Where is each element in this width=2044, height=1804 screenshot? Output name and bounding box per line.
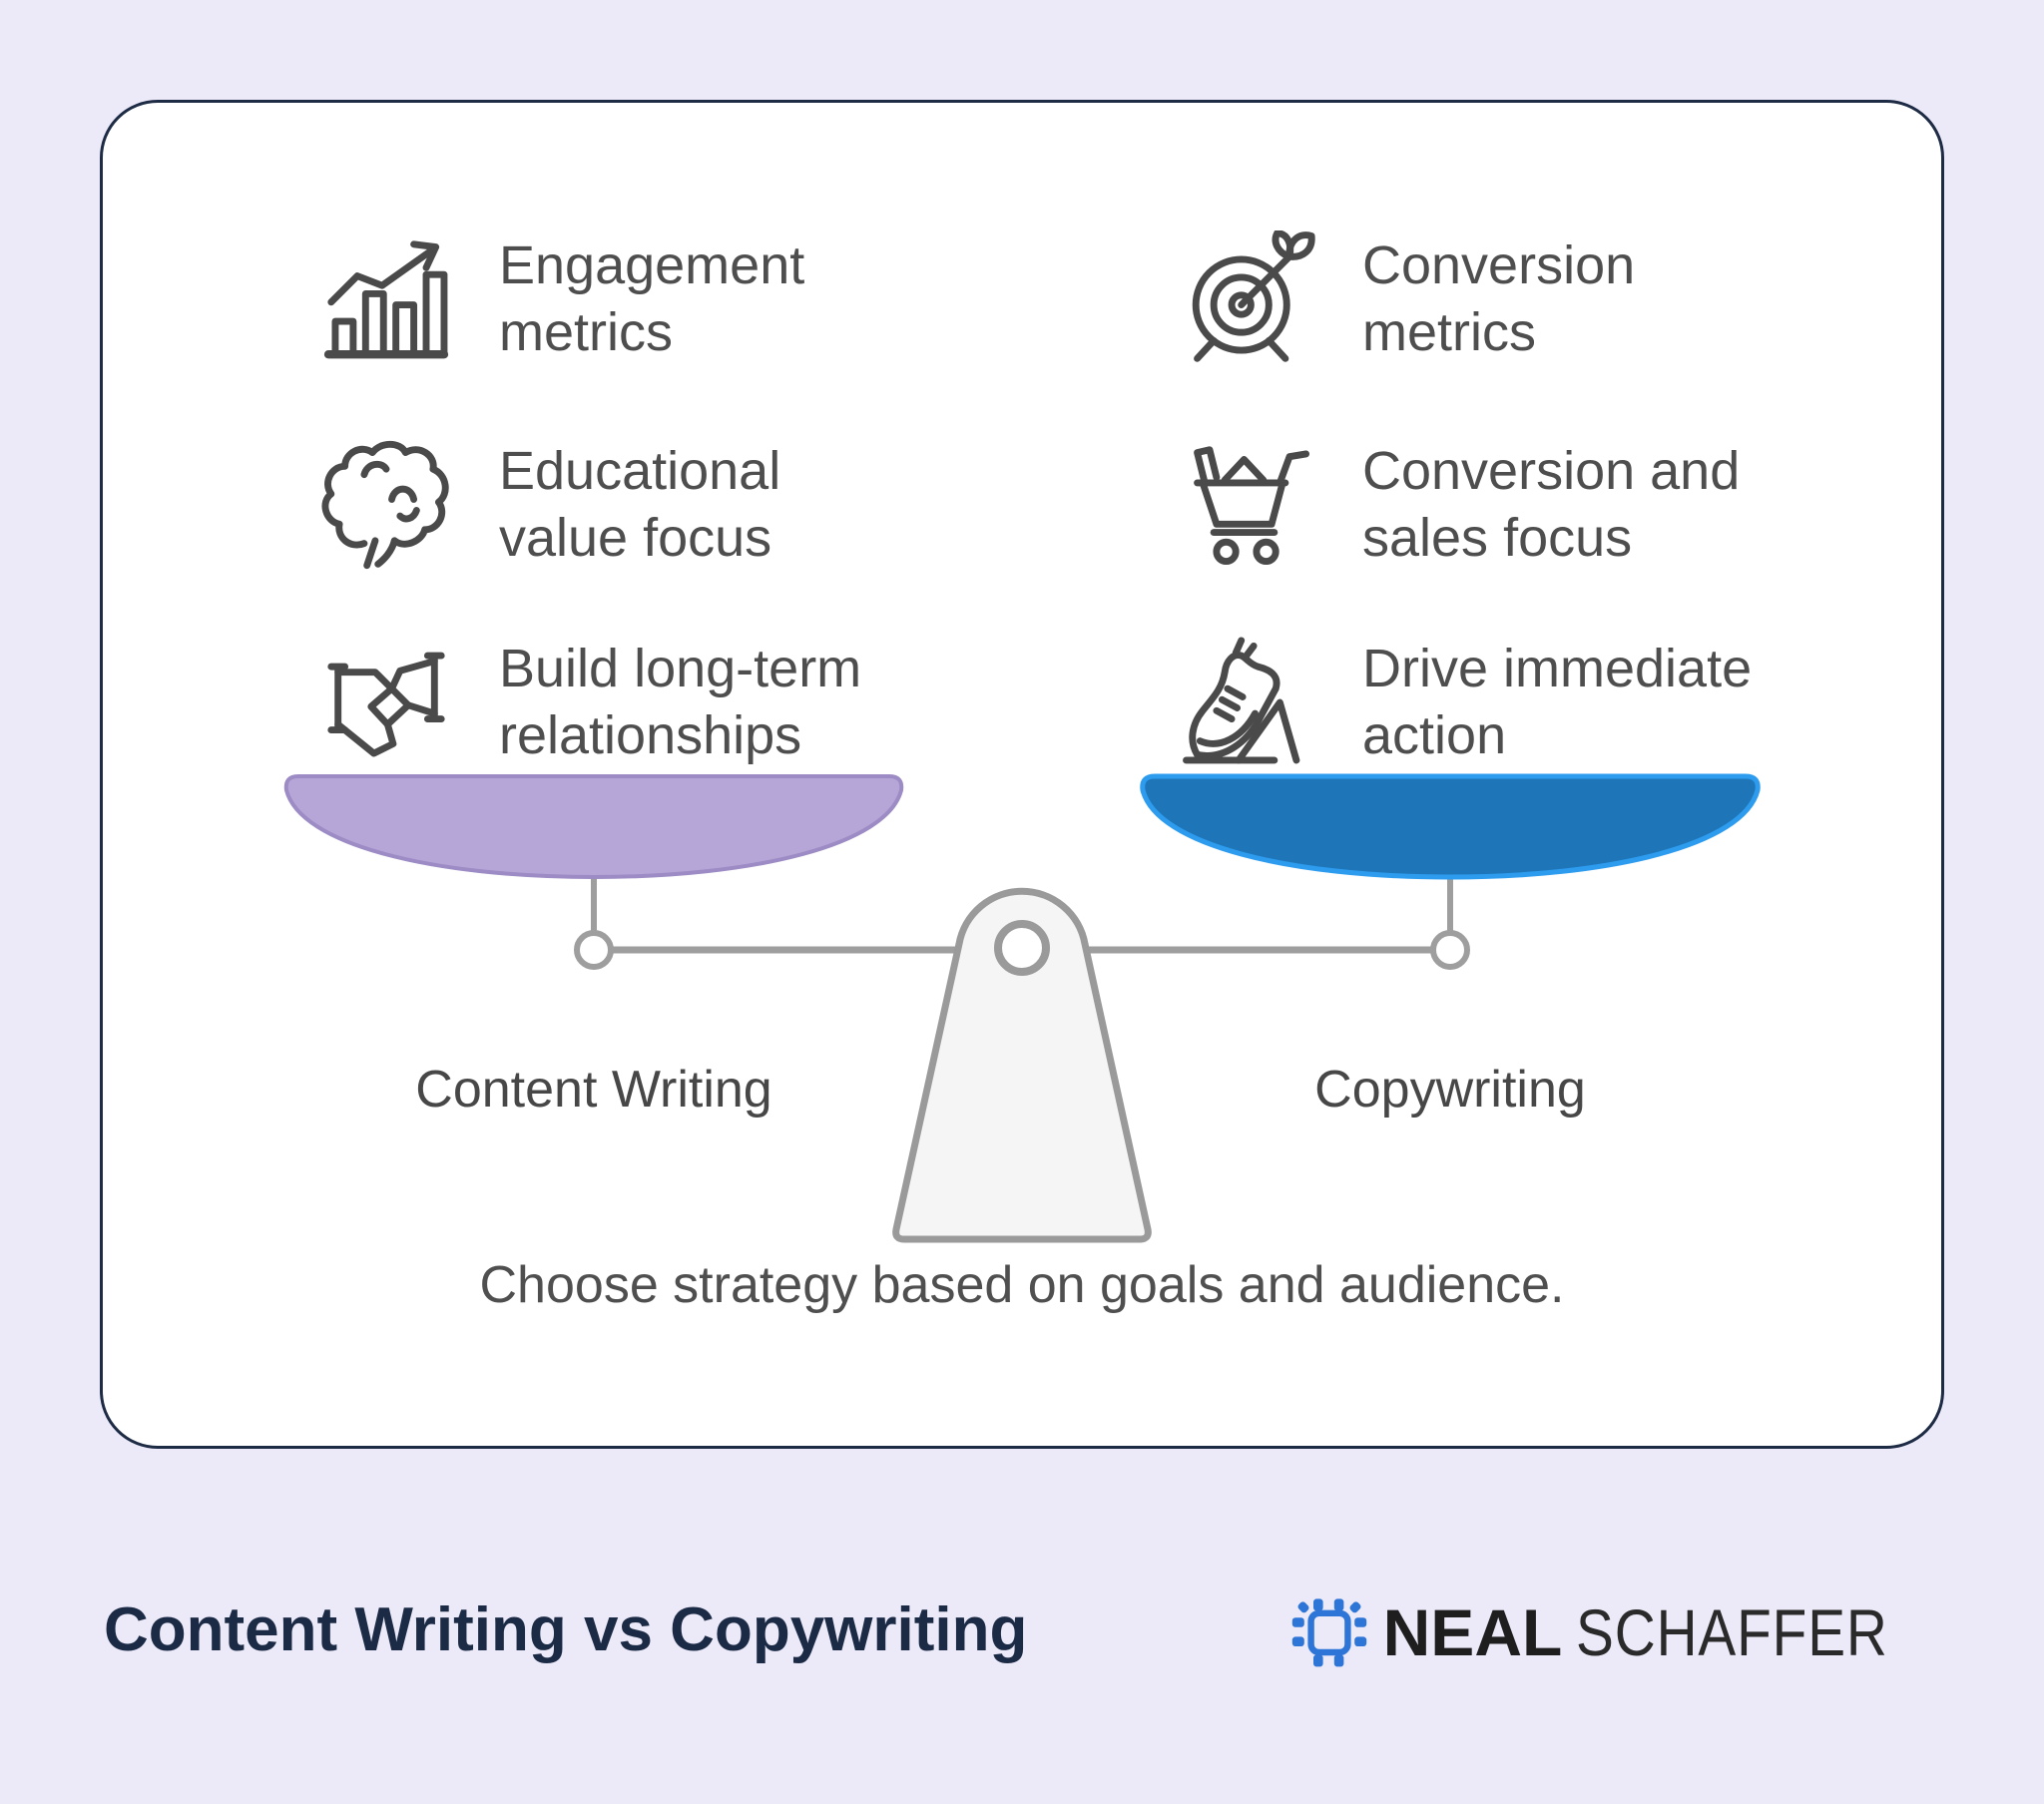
item-label: Engagement metrics — [499, 235, 805, 362]
list-item-conversion-metrics: Conversion metrics — [1181, 224, 1635, 375]
brain-icon — [317, 436, 455, 574]
item-label: Build long-term relationships — [499, 639, 862, 765]
list-item-educational-value: Educational value focus — [317, 429, 780, 581]
handshake-icon — [317, 634, 455, 771]
item-label: Drive immediate action — [1362, 639, 1753, 765]
list-item-long-term-relationships: Build long-term relationships — [317, 627, 861, 778]
brand-logo: NEAL SCHAFFER — [1289, 1586, 1939, 1678]
page-title: Content Writing vs Copywriting — [104, 1595, 1028, 1664]
copywriting-label: Copywriting — [1314, 1061, 1586, 1119]
brand-name-light: SCHAFFER — [1576, 1595, 1889, 1669]
neal-schaffer-logo-icon — [1291, 1598, 1366, 1667]
item-label: Conversion and sales focus — [1362, 441, 1741, 568]
caption-text: Choose strategy based on goals and audie… — [479, 1256, 1565, 1314]
bar-chart-trend-icon — [317, 230, 455, 368]
target-arrow-icon — [1181, 230, 1318, 368]
running-shoe-icon — [1181, 634, 1318, 771]
item-label: Conversion metrics — [1362, 235, 1636, 362]
list-item-engagement-metrics: Engagement metrics — [317, 224, 804, 375]
brand-name-bold: NEAL — [1382, 1595, 1563, 1669]
list-item-drive-immediate-action: Drive immediate action — [1181, 627, 1752, 778]
shopping-cart-icon — [1181, 436, 1318, 574]
list-item-conversion-sales-focus: Conversion and sales focus — [1181, 429, 1740, 581]
content-writing-label: Content Writing — [415, 1061, 772, 1119]
item-label: Educational value focus — [499, 441, 781, 568]
